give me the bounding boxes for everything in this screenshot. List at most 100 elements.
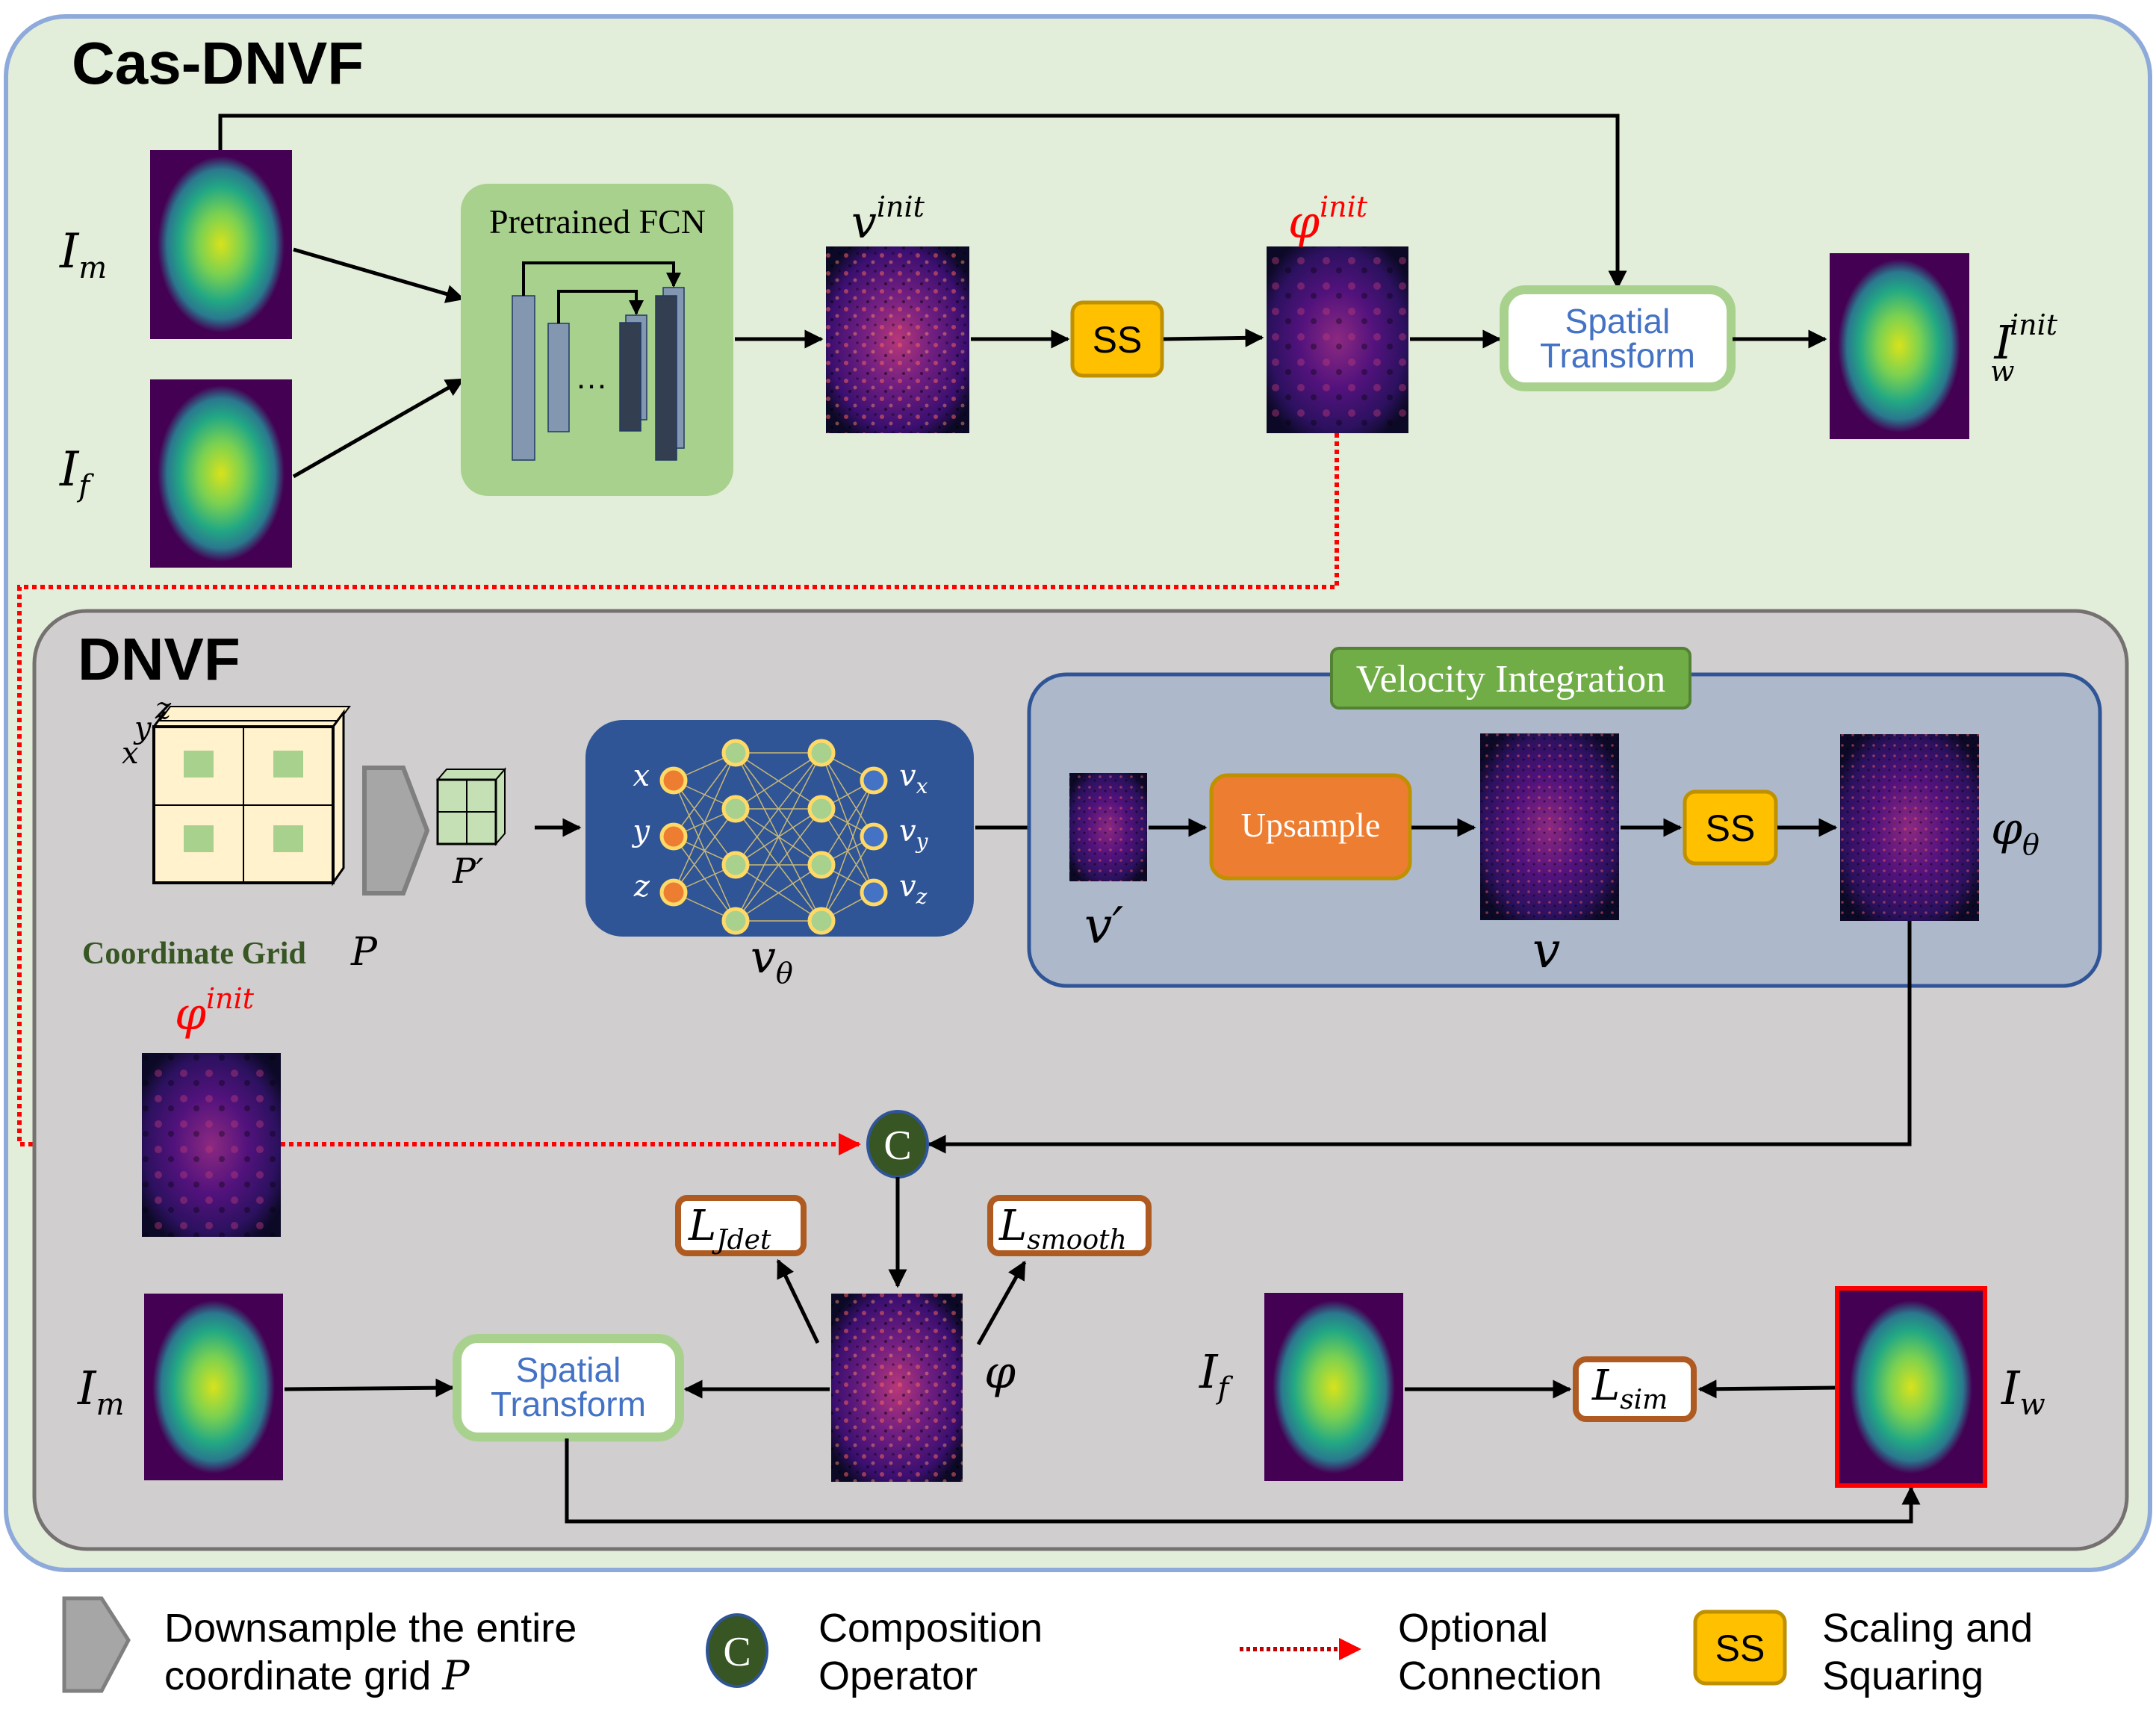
vprime-image xyxy=(1069,773,1147,881)
svg-text:SS: SS xyxy=(1706,807,1756,849)
phi-label: φ xyxy=(984,1347,1016,1399)
phi-image xyxy=(831,1294,963,1482)
svg-text:LJdet: LJdet xyxy=(688,1202,771,1256)
mlp-hidden-node xyxy=(721,907,750,935)
iwinit-image xyxy=(1830,253,1969,439)
ljdet-loss-box: LJdet xyxy=(675,1195,807,1256)
im-to-fcn-arrow xyxy=(293,247,465,303)
legend-downsample-icon xyxy=(62,1596,131,1693)
vinit-image xyxy=(826,246,969,433)
im-bypass-connector xyxy=(218,114,1627,290)
dnvf-fixed-image xyxy=(1264,1293,1403,1481)
svg-text:Velocity Integration: Velocity Integration xyxy=(1356,658,1665,701)
mlp-edge xyxy=(735,864,822,922)
mlp-edge xyxy=(821,780,874,866)
svg-text:Upsample: Upsample xyxy=(1241,806,1381,844)
pretrained-fcn-block: Pretrained FCN … xyxy=(461,184,733,496)
mlp-network: x y z vx vy vz xyxy=(585,720,974,937)
svg-text:Spatial: Spatial xyxy=(1565,302,1671,341)
mlp-edge xyxy=(735,752,822,866)
ss-to-phiinit-arrow xyxy=(1163,328,1264,347)
legend-optional-text: Optional xyxy=(1398,1606,1548,1651)
velocity-integration-title: Velocity Integration xyxy=(1330,647,1691,710)
vinit-label: vinit xyxy=(851,190,925,249)
svg-text:C: C xyxy=(883,1123,911,1169)
mlp-hidden-node xyxy=(721,739,750,767)
mlp-edge xyxy=(673,808,736,893)
downsample-icon xyxy=(362,766,430,896)
phiinit-image xyxy=(1267,246,1408,433)
mlp-output-node xyxy=(860,878,888,907)
dnvf-spatial-transform: Spatial Transform xyxy=(453,1334,684,1441)
coordinate-grid xyxy=(152,706,351,887)
axis-x-label: x xyxy=(122,736,139,771)
mlp-input-node xyxy=(659,822,688,851)
phitheta-label: φθ xyxy=(1991,803,2039,861)
iw-to-lsim-arrow xyxy=(1697,1379,1838,1399)
mlp-edge xyxy=(735,752,822,922)
axis-z-label: z xyxy=(155,692,172,726)
dnvf-moving-image xyxy=(144,1294,283,1480)
dnvf-im-label: Im xyxy=(77,1361,124,1422)
coordinate-grid-symbol: P xyxy=(350,930,378,975)
dnvf-title: DNVF xyxy=(78,626,240,692)
mlp-edge xyxy=(735,752,822,810)
svg-text:Transform: Transform xyxy=(491,1385,646,1424)
coordinate-grid-label: Coordinate Grid xyxy=(82,937,306,971)
dnvf-ss-block: SS xyxy=(1683,789,1778,866)
mlp-edge xyxy=(673,752,736,893)
svg-text:Squaring: Squaring xyxy=(1822,1654,1983,1698)
mlp-input-node xyxy=(659,878,688,907)
phitheta-to-compose-connector xyxy=(927,921,1912,1154)
svg-text:Operator: Operator xyxy=(818,1654,978,1698)
optional-connection-line xyxy=(17,433,1339,1155)
axis-y-label: y xyxy=(133,711,152,745)
svg-text:Lsmooth: Lsmooth xyxy=(998,1202,1127,1256)
fcn-dots: … xyxy=(575,359,608,396)
mlp-input-node xyxy=(659,766,688,795)
st-to-iw-connector xyxy=(565,1438,1921,1524)
warped-image xyxy=(1835,1286,1987,1488)
im-to-st-arrow xyxy=(284,1378,455,1397)
cas-moving-image xyxy=(150,150,292,339)
v-image xyxy=(1480,733,1619,920)
mlp-output-vz: vz xyxy=(899,869,928,909)
legend-ss-icon: SS xyxy=(1693,1610,1787,1686)
svg-text:C: C xyxy=(723,1629,751,1675)
v-label: v xyxy=(1532,922,1560,979)
mlp-output-node xyxy=(860,822,888,851)
lsim-loss-box: Lsim xyxy=(1573,1356,1697,1422)
mlp-output-node xyxy=(860,766,888,795)
mlp-hidden-node xyxy=(807,795,836,823)
svg-text:SS: SS xyxy=(1093,319,1143,361)
lsmooth-loss-box: Lsmooth xyxy=(987,1195,1152,1256)
cas-fixed-image xyxy=(150,379,292,568)
dnvf-phiinit-label: φinit xyxy=(175,982,255,1040)
mlp-input-x: x xyxy=(633,759,650,793)
phitheta-image xyxy=(1840,734,1979,921)
legend-compose-text: Composition xyxy=(818,1606,1043,1651)
mlp-hidden-node xyxy=(807,851,836,879)
p-prime-grid xyxy=(435,767,507,846)
cas-ss-block: SS xyxy=(1070,300,1164,378)
mlp-hidden-node xyxy=(807,739,836,767)
cas-dnvf-title: Cas-DNVF xyxy=(72,30,364,96)
svg-text:coordinate grid P: coordinate grid P xyxy=(164,1652,470,1699)
phi-to-ljdet-arrow xyxy=(776,1258,820,1344)
legend: Downsample the entire coordinate grid P … xyxy=(62,1596,2033,1699)
cas-im-label: Im xyxy=(59,224,107,285)
mlp-input-z: z xyxy=(633,869,650,904)
vprime-label: v′ xyxy=(1084,897,1123,955)
cas-spatial-transform: Spatial Transform xyxy=(1500,285,1736,391)
svg-text:Lsim: Lsim xyxy=(1591,1362,1668,1415)
svg-text:Spatial: Spatial xyxy=(516,1350,621,1389)
composition-operator: C xyxy=(866,1110,929,1179)
mlp-hidden-node xyxy=(721,795,750,823)
mlp-edge xyxy=(821,836,874,922)
legend-ss-text: Scaling and xyxy=(1822,1606,2033,1651)
mlp-edge xyxy=(821,780,874,922)
mlp-label: vθ xyxy=(751,931,793,990)
mlp-output-vx: vx xyxy=(899,759,928,798)
